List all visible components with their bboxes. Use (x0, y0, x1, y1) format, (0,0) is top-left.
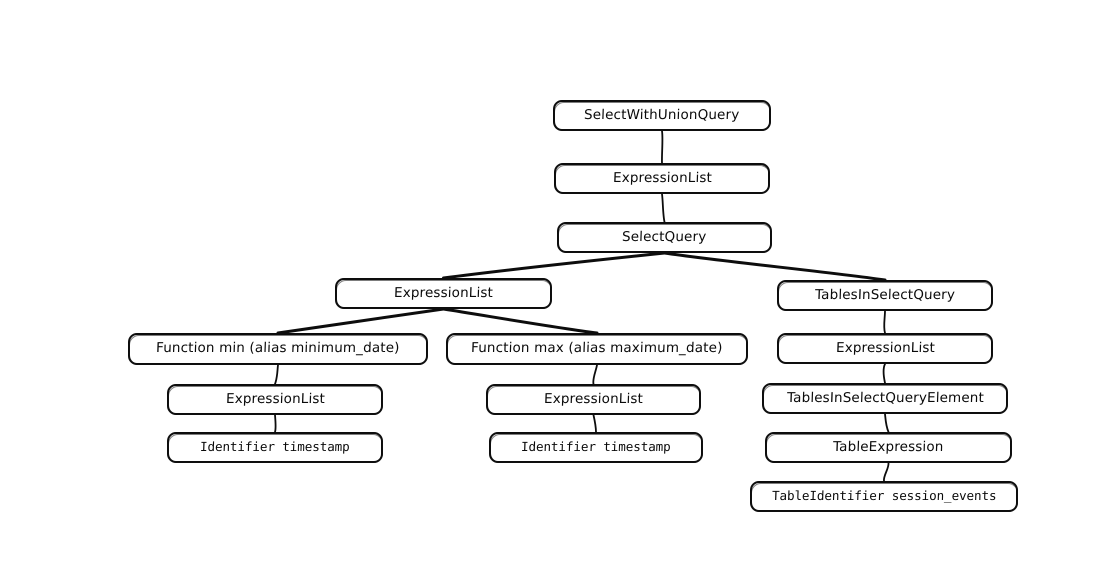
tree-node-label: TableIdentifier session_events (771, 488, 997, 504)
tree-node[interactable]: ExpressionList (486, 384, 701, 415)
tree-node-label: Function min (alias minimum_date) (155, 340, 401, 357)
tree-edge (442, 251, 666, 280)
tree-node-label: ExpressionList (543, 390, 644, 407)
tree-node[interactable]: TableExpression (765, 432, 1012, 463)
tree-node-label: TablesInSelectQuery (814, 286, 956, 303)
tree-node[interactable]: TablesInSelectQueryElement (762, 383, 1008, 414)
tree-edge (276, 307, 445, 335)
tree-edge (882, 363, 886, 384)
tree-edge (883, 462, 890, 482)
tree-node-label: SelectQuery (622, 228, 707, 245)
tree-edge (884, 413, 890, 433)
tree-node-label: SelectWithUnionQuery (584, 106, 740, 123)
tree-node[interactable]: Identifier timestamp (167, 432, 383, 463)
tree-node[interactable]: Function min (alias minimum_date) (128, 333, 428, 365)
tree-node-label: ExpressionList (393, 284, 494, 301)
tree-node-label: Identifier timestamp (199, 439, 351, 455)
tree-node-label: ExpressionList (835, 339, 935, 356)
tree-edge (663, 251, 887, 282)
tree-node-label: Identifier timestamp (520, 439, 672, 455)
tree-edge (592, 364, 598, 385)
tree-node[interactable]: SelectQuery (557, 222, 772, 253)
tree-edge (442, 307, 599, 335)
tree-edge (661, 193, 666, 223)
tree-edge (592, 414, 597, 433)
tree-node[interactable]: Identifier timestamp (489, 432, 703, 463)
tree-node-label: Function max (alias maximum_date) (470, 340, 724, 357)
tree-node[interactable]: ExpressionList (777, 333, 993, 364)
tree-node[interactable]: ExpressionList (335, 278, 552, 309)
tree-edge (883, 310, 886, 334)
tree-node[interactable]: ExpressionList (167, 384, 383, 415)
tree-node[interactable]: Function max (alias maximum_date) (446, 333, 748, 365)
tree-edge (274, 364, 279, 385)
tree-node-label: ExpressionList (612, 169, 712, 186)
tree-node[interactable]: TableIdentifier session_events (750, 481, 1018, 512)
tree-node[interactable]: TablesInSelectQuery (777, 280, 993, 311)
tree-node-label: ExpressionList (225, 390, 325, 407)
tree-node-label: TablesInSelectQueryElement (786, 389, 984, 406)
tree-node-label: TableExpression (833, 438, 945, 455)
tree-node[interactable]: SelectWithUnionQuery (553, 100, 771, 131)
tree-edge (661, 130, 664, 164)
tree-node[interactable]: ExpressionList (554, 163, 770, 194)
tree-edge (274, 414, 277, 433)
